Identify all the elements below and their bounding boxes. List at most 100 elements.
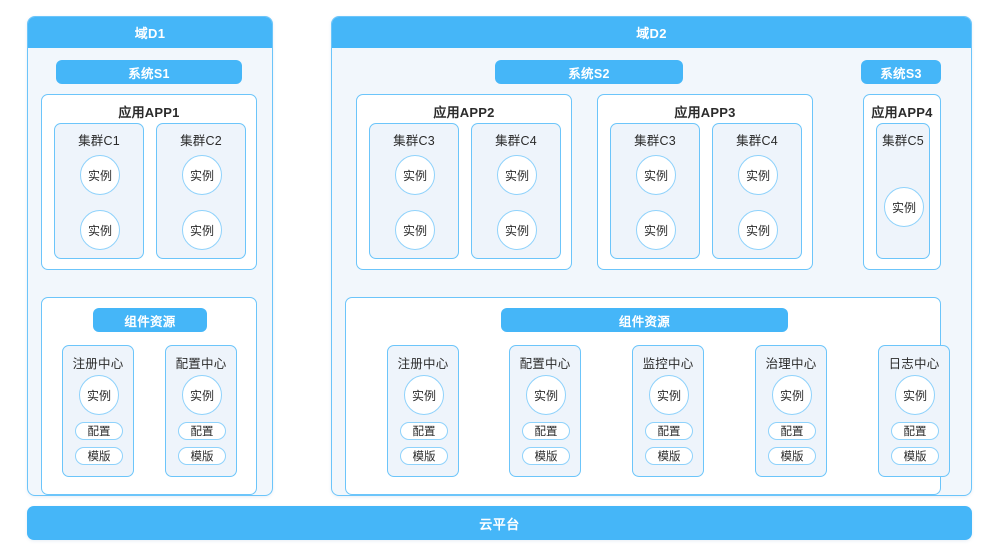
config-pill[interactable]: 配置 (891, 422, 939, 440)
instance-node[interactable]: 实例 (182, 210, 222, 250)
instance-label: 实例 (745, 223, 770, 238)
component-center-title: 注册中心 (72, 357, 124, 371)
instance-label: 实例 (745, 168, 770, 183)
config-pill[interactable]: 配置 (522, 422, 570, 440)
instance-label: 实例 (902, 388, 927, 403)
instance-node[interactable]: 实例 (738, 210, 778, 250)
config-pill-label: 配置 (780, 426, 804, 438)
config-pill[interactable]: 配置 (768, 422, 816, 440)
instance-node[interactable]: 实例 (79, 375, 119, 415)
component-resource-panel-d2: 组件资源 注册中心 实例 配置 模版 配置中 (345, 297, 950, 495)
template-pill[interactable]: 模版 (75, 447, 123, 465)
component-center-title: 监控中心 (642, 357, 694, 371)
instance-node[interactable]: 实例 (526, 375, 566, 415)
instance-node[interactable]: 实例 (497, 155, 537, 195)
instance-node[interactable]: 实例 (395, 210, 435, 250)
template-pill[interactable]: 模版 (645, 447, 693, 465)
instance-label: 实例 (504, 168, 529, 183)
domain-header-d1: 域D1 (28, 17, 272, 48)
instance-label: 实例 (189, 388, 214, 403)
cloud-platform-bar[interactable]: 云平台 (27, 506, 972, 540)
cluster-title-c3b: 集群C3 (634, 134, 676, 148)
config-pill[interactable]: 配置 (75, 422, 123, 440)
instance-node[interactable]: 实例 (80, 155, 120, 195)
app-box-app2: 应用APP2 集群C3 实例 实例 集群C4 实例 实例 (356, 94, 572, 270)
template-pill[interactable]: 模版 (178, 447, 226, 465)
component-center-registry: 注册中心 实例 配置 模版 (62, 345, 134, 477)
instance-node[interactable]: 实例 (738, 155, 778, 195)
template-pill-label: 模版 (87, 451, 111, 463)
app-box-app1: 应用APP1 集群C1 实例 实例 集群C2 实例 (41, 94, 257, 270)
config-pill-label: 配置 (657, 426, 681, 438)
system-badge-s3[interactable]: 系统S3 (861, 60, 941, 84)
domain-body-d2: 系统S2 系统S3 应用APP2 集群C3 实例 实例 (332, 48, 971, 495)
instance-node[interactable]: 实例 (182, 155, 222, 195)
config-pill-label: 配置 (534, 426, 558, 438)
instance-label: 实例 (189, 223, 214, 238)
instance-node[interactable]: 实例 (772, 375, 812, 415)
cluster-box-c2: 集群C2 实例 实例 (156, 123, 246, 259)
instance-label: 实例 (189, 168, 214, 183)
template-pill-label: 模版 (412, 451, 436, 463)
instance-label: 实例 (87, 168, 112, 183)
domain-panel-d2: 域D2 系统S2 系统S3 应用APP2 集群C3 实例 实例 (331, 16, 972, 496)
template-pill-label: 模版 (780, 451, 804, 463)
app-box-app3: 应用APP3 集群C3 实例 实例 集群C4 实例 实例 (597, 94, 813, 270)
cluster-title-c1: 集群C1 (78, 134, 120, 148)
component-center-log: 日志中心 实例 配置 模版 (878, 345, 950, 477)
component-resource-panel-d1: 组件资源 注册中心 实例 配置 模版 配置中 (41, 297, 257, 495)
component-center-monitor: 监控中心 实例 配置 模版 (632, 345, 704, 477)
config-pill[interactable]: 配置 (178, 422, 226, 440)
system-badge-s2[interactable]: 系统S2 (495, 60, 683, 84)
instance-label: 实例 (779, 388, 804, 403)
app-title-app4: 应用APP4 (871, 105, 933, 120)
system-label-s2: 系统S2 (568, 66, 610, 81)
system-badge-s1[interactable]: 系统S1 (56, 60, 242, 84)
app-title-app3: 应用APP3 (674, 105, 736, 120)
instance-label: 实例 (411, 388, 436, 403)
config-pill-label: 配置 (412, 426, 436, 438)
app-title-app2: 应用APP2 (433, 105, 495, 120)
instance-node[interactable]: 实例 (395, 155, 435, 195)
template-pill[interactable]: 模版 (400, 447, 448, 465)
instance-label: 实例 (402, 223, 427, 238)
cluster-box-c3b: 集群C3 实例 实例 (610, 123, 700, 259)
cloud-platform-label: 云平台 (479, 516, 520, 532)
config-pill[interactable]: 配置 (645, 422, 693, 440)
cluster-box-c4b: 集群C4 实例 实例 (712, 123, 802, 259)
config-pill-label: 配置 (87, 426, 111, 438)
config-pill-label: 配置 (903, 426, 927, 438)
app-title-app1: 应用APP1 (118, 105, 180, 120)
instance-node[interactable]: 实例 (80, 210, 120, 250)
component-center-title: 治理中心 (765, 357, 817, 371)
instance-label: 实例 (86, 388, 111, 403)
config-pill[interactable]: 配置 (400, 422, 448, 440)
cluster-box-c5: 集群C5 实例 (876, 123, 930, 259)
template-pill[interactable]: 模版 (768, 447, 816, 465)
instance-node[interactable]: 实例 (404, 375, 444, 415)
instance-node[interactable]: 实例 (636, 155, 676, 195)
template-pill[interactable]: 模版 (891, 447, 939, 465)
domain-label-d1: 域D1 (134, 26, 166, 41)
cluster-box-c3a: 集群C3 实例 实例 (369, 123, 459, 259)
instance-label: 实例 (643, 168, 668, 183)
instance-label: 实例 (504, 223, 529, 238)
instance-node[interactable]: 实例 (884, 187, 924, 227)
component-center-title: 配置中心 (519, 357, 571, 371)
instance-node[interactable]: 实例 (895, 375, 935, 415)
cluster-box-c4a: 集群C4 实例 实例 (471, 123, 561, 259)
domain-panel-d1: 域D1 系统S1 应用APP1 集群C1 实例 实例 (27, 16, 273, 496)
domain-body-d1: 系统S1 应用APP1 集群C1 实例 实例 集群C2 (28, 48, 272, 495)
instance-label: 实例 (656, 388, 681, 403)
instance-node[interactable]: 实例 (649, 375, 689, 415)
component-resource-badge-d1[interactable]: 组件资源 (93, 308, 207, 332)
component-center-title: 注册中心 (397, 357, 449, 371)
instance-node[interactable]: 实例 (636, 210, 676, 250)
instance-node[interactable]: 实例 (182, 375, 222, 415)
template-pill[interactable]: 模版 (522, 447, 570, 465)
component-resource-label-d2: 组件资源 (618, 314, 671, 329)
cluster-title-c4b: 集群C4 (736, 134, 778, 148)
instance-node[interactable]: 实例 (497, 210, 537, 250)
component-resource-badge-d2[interactable]: 组件资源 (501, 308, 788, 332)
